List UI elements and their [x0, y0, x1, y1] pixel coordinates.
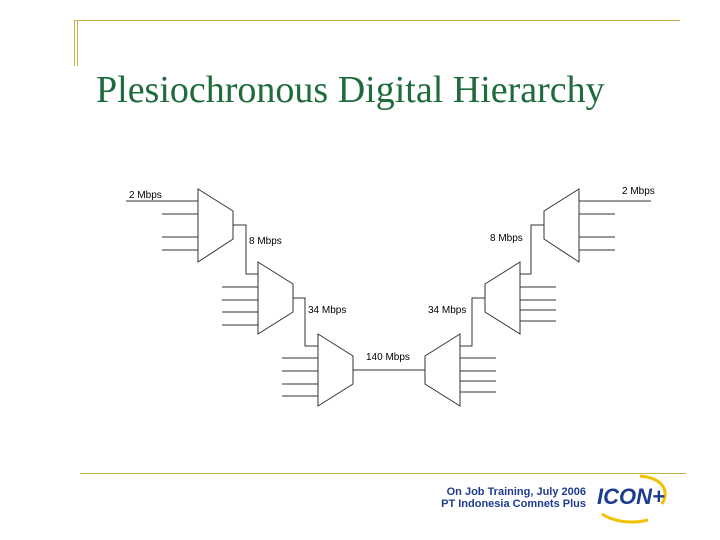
- label-left-2mbps: 2 Mbps: [129, 190, 162, 201]
- label-left-8mbps: 8 Mbps: [249, 236, 282, 247]
- mux-left-34-140: [317, 333, 354, 407]
- frame-top-line: [74, 20, 680, 21]
- slide-title: Plesiochronous Digital Hierarchy: [96, 69, 605, 111]
- label-right-8mbps: 8 Mbps: [490, 233, 523, 244]
- mux-left-2-8: [197, 188, 234, 263]
- label-140mbps: 140 Mbps: [366, 352, 410, 363]
- frame-left-line: [74, 20, 75, 66]
- demux-right-34-8: [484, 261, 521, 335]
- icon-plus-logo: ICON+: [597, 474, 667, 524]
- logo-swoosh-icon: [639, 474, 667, 505]
- demux-right-140-34: [424, 333, 461, 407]
- label-left-34mbps: 34 Mbps: [308, 305, 346, 316]
- demux-right-8-2: [543, 188, 580, 263]
- mux-left-8-34: [257, 261, 294, 335]
- footer: On Job Training, July 2006 PT Indonesia …: [441, 486, 586, 510]
- label-right-34mbps: 34 Mbps: [428, 305, 466, 316]
- footer-line-2: PT Indonesia Comnets Plus: [441, 498, 586, 510]
- frame-bottom-line: [80, 473, 686, 474]
- logo-text: ICON+: [597, 484, 665, 509]
- footer-line-1: On Job Training, July 2006: [446, 486, 586, 498]
- label-right-2mbps: 2 Mbps: [622, 186, 655, 197]
- frame-left-line-inner: [77, 20, 78, 66]
